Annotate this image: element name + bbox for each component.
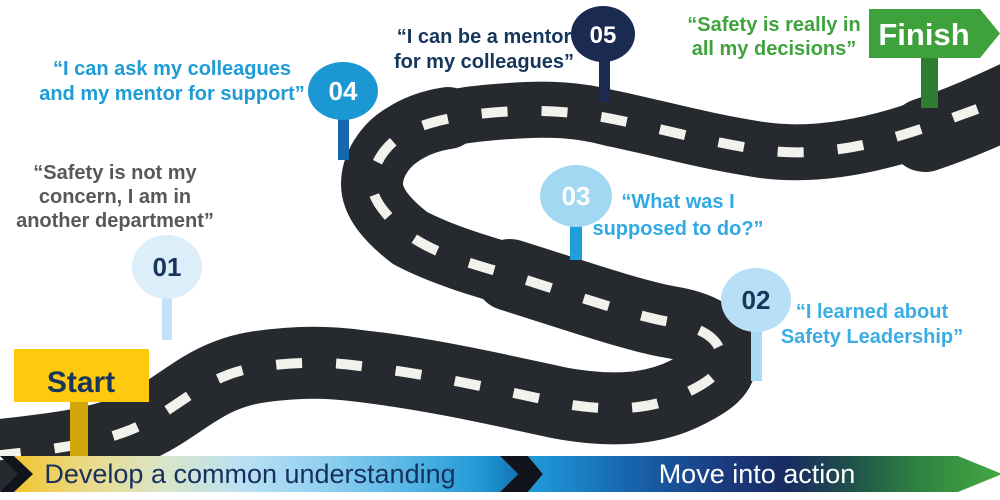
finish-sign: Finish — [869, 9, 1000, 108]
start-sign-post — [70, 400, 88, 456]
road-bottom-segment — [0, 239, 758, 492]
milestone-05-quote-line-1: “I can be a mentor — [397, 26, 572, 48]
milestone-02-quote: “I learned about Safety Leadership” — [781, 301, 963, 348]
finish-quote-line-1: “Safety is really in — [687, 14, 860, 36]
milestone-02-quote-line-2: Safety Leadership” — [781, 326, 963, 348]
milestone-01-stem — [162, 296, 172, 340]
start-sign-label: Start — [47, 366, 115, 399]
milestone-04-number: 04 — [329, 76, 358, 106]
finish-sign-post — [921, 56, 938, 108]
milestone-04-quote-line-1: “I can ask my colleagues — [53, 58, 291, 80]
phase1-label: Develop a common understanding — [44, 459, 455, 489]
milestone-05-quote-line-2: for my colleagues” — [394, 51, 574, 73]
milestone-04-circle — [308, 62, 378, 120]
banner-middle-chevron — [500, 456, 543, 492]
start-sign-board — [14, 349, 149, 402]
phase1-banner — [14, 456, 518, 492]
milestone-05-quote: “I can be a mentor for my colleagues” — [394, 26, 574, 73]
milestone-03-quote-line-2: supposed to do?” — [592, 218, 763, 240]
milestone-01-quote-line-2: concern, I am in — [39, 186, 191, 208]
milestone-01-number: 01 — [153, 252, 182, 282]
milestone-02-marker: 02 — [721, 268, 791, 332]
milestone-01-quote: “Safety is not my concern, I am in anoth… — [16, 162, 214, 232]
milestone-01-circle — [132, 235, 202, 299]
milestone-04-quote-line-2: and my mentor for support” — [39, 83, 305, 105]
milestone-03-marker: 03 — [540, 165, 612, 227]
milestone-02-circle — [721, 268, 791, 332]
milestone-04-stem — [338, 118, 349, 160]
finish-quote-line-2: all my decisions” — [692, 38, 857, 60]
banner-left-notch-chevron — [0, 456, 33, 492]
start-sign: Start — [14, 349, 149, 456]
milestone-03-number: 03 — [562, 181, 591, 211]
milestone-05-number: 05 — [590, 22, 617, 49]
milestone-04-quote: “I can ask my colleagues and my mentor f… — [39, 58, 305, 105]
milestone-02-stem — [751, 330, 762, 381]
milestone-01-quote-line-1: “Safety is not my — [33, 162, 197, 184]
milestone-03-stem — [570, 224, 582, 260]
finish-sign-board — [869, 9, 1000, 58]
milestone-01-quote-line-3: another department” — [16, 210, 214, 232]
finish-sign-label: Finish — [878, 17, 969, 52]
milestone-05-circle — [571, 6, 635, 62]
finish-quote: “Safety is really in all my decisions” — [687, 14, 860, 60]
milestone-03-circle — [540, 165, 612, 227]
milestone-03-quote: “What was I supposed to do?” — [592, 191, 763, 240]
milestone-01-marker: 01 — [132, 235, 202, 299]
phase2-label: Move into action — [659, 459, 856, 489]
milestone-04-marker: 04 — [308, 62, 378, 120]
milestone-02-number: 02 — [742, 285, 771, 315]
milestone-05-stem — [599, 60, 610, 102]
road-finish-segment — [888, 64, 1000, 172]
milestone-02-quote-line-1: “I learned about — [796, 301, 949, 323]
phase2-banner — [528, 456, 1000, 492]
milestone-03-quote-line-1: “What was I — [621, 191, 734, 213]
road-center-dashes — [0, 95, 1000, 461]
road — [0, 64, 1000, 492]
phase-banner: Develop a common understanding Move into… — [0, 456, 1000, 492]
milestone-05-marker: 05 — [571, 6, 635, 62]
